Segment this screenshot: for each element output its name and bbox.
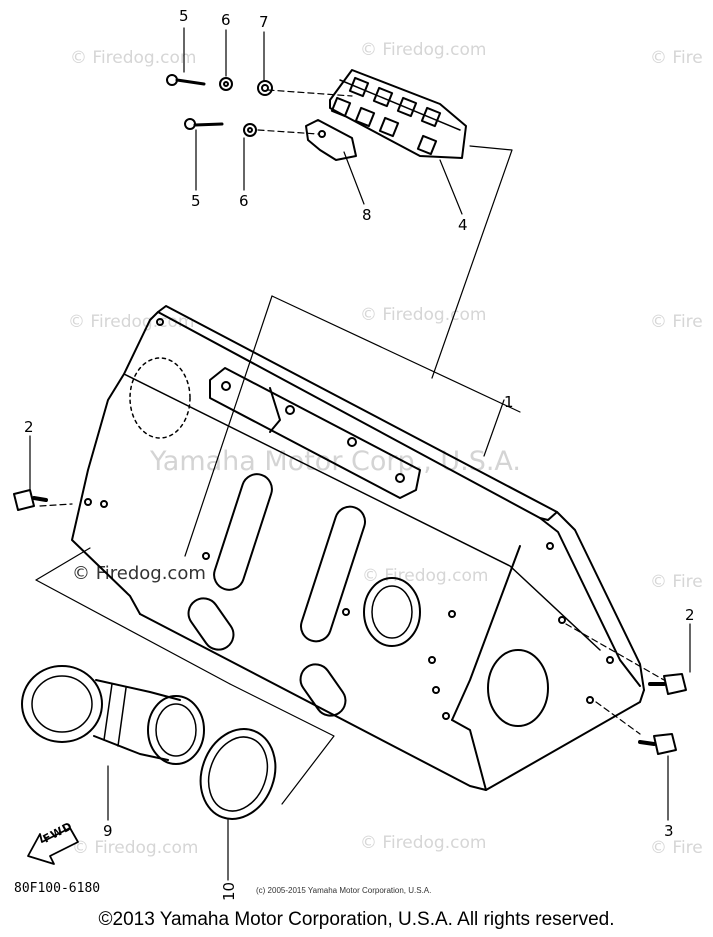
watermark-firedog: © Fire [650, 312, 703, 332]
leader-lines [29, 27, 691, 881]
callout-4: 4 [458, 216, 468, 234]
callout-5: 5 [191, 192, 201, 210]
nut-part-6 [219, 77, 257, 137]
callout-7: 7 [259, 13, 269, 31]
callout-5: 5 [179, 7, 189, 25]
watermark-firedog: © Firedog.com [360, 305, 487, 325]
watermark-firedog-dark: © Firedog.com [72, 563, 206, 584]
watermark-firedog: © Firedog.com [70, 48, 197, 68]
callout-2: 2 [685, 606, 695, 624]
relay-bracket-part-4 [329, 69, 467, 159]
clamp-part-8 [305, 119, 357, 161]
watermark-firedog: © Firedog.com [68, 312, 195, 332]
small-copyright: (c) 2005-2015 Yamaha Motor Corporation, … [256, 886, 432, 895]
diagram-part-code: 80F100-6180 [14, 881, 101, 896]
screw-part-5 [166, 74, 224, 130]
copyright-notice: ©2013 Yamaha Motor Corporation, U.S.A. A… [98, 909, 615, 930]
watermark-firedog: © Fire [650, 48, 703, 68]
callout-9: 9 [103, 822, 113, 840]
watermark-firedog: © Firedog.com [72, 838, 199, 858]
bolt-part-2 [13, 489, 687, 695]
bolt-part-3 [638, 733, 677, 755]
watermark-firedog: © Firedog.com [362, 566, 489, 586]
callout-1: 1 [504, 393, 514, 411]
callout-3: 3 [664, 822, 674, 840]
callout-2: 2 [24, 418, 34, 436]
watermark-firedog: © Fire [650, 838, 703, 858]
main-plate-part-1 [71, 305, 645, 791]
callout-6: 6 [239, 192, 249, 210]
callout-10: 10 [220, 881, 239, 902]
watermark-firedog: © Firedog.com [360, 833, 487, 853]
callout-8: 8 [362, 206, 372, 224]
assembly-lines [35, 89, 665, 805]
callout-6: 6 [221, 11, 231, 29]
seal-ring-part-10 [199, 728, 277, 820]
watermark-firedog: © Fire [650, 572, 703, 592]
watermark-firedog: © Firedog.com [360, 40, 487, 60]
intake-joint-part-9 [21, 665, 205, 765]
fwd-arrow-icon [27, 827, 79, 865]
washer-part-7 [257, 80, 273, 96]
